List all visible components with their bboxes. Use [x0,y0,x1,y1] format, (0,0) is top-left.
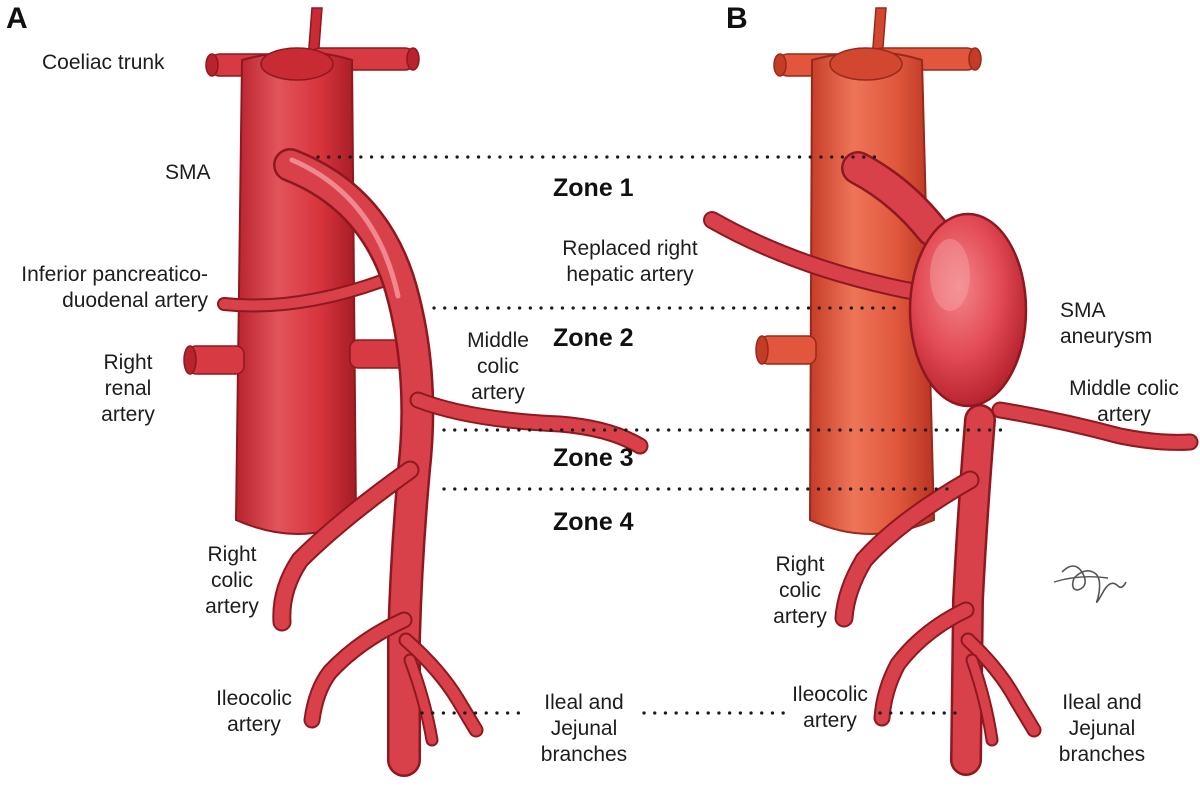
label-replaced-right-hepatic-artery: Replaced right hepatic artery [562,237,698,286]
label-inferior-pancreaticoduodenal-artery: Inferior pancreatico- duodenal artery [21,263,208,312]
zone-boundary-lines [316,155,1012,715]
label-ileocolic-artery-b: Ileocolic artery [792,683,868,732]
label-ileocolic-artery-a: Ileocolic artery [216,687,292,736]
label-middle-colic-artery-b: Middle colic artery [1069,377,1179,426]
label-right-renal-artery: Right renal artery [101,351,155,426]
label-ileal-jejunal-branches-b: Ileal and Jejunal branches [1058,691,1146,766]
label-right-colic-artery-b: Right colic artery [773,553,827,628]
panel-b-drawing [703,7,1199,776]
label-ileal-jejunal-branches-center: Ileal and Jejunal branches [540,691,628,766]
panel-a-drawing [183,7,649,777]
label-sma-aneurysm: SMA aneurysm [1060,299,1153,348]
label-sma: SMA [165,161,211,184]
zone-2-label: Zone 2 [553,324,634,352]
label-middle-colic-artery-a: Middle colic artery [467,329,529,404]
panel-label-a: A [6,2,28,35]
label-coeliac-trunk: Coeliac trunk [42,51,165,74]
sma-aneurysm-sac-b [908,212,1028,408]
label-right-colic-artery-a: Right colic artery [205,543,259,618]
panel-label-b: B [726,2,748,35]
zone-1-label: Zone 1 [553,174,634,202]
zone-4-label: Zone 4 [553,508,634,536]
zone-3-label: Zone 3 [553,444,634,472]
artist-signature [1053,565,1127,603]
